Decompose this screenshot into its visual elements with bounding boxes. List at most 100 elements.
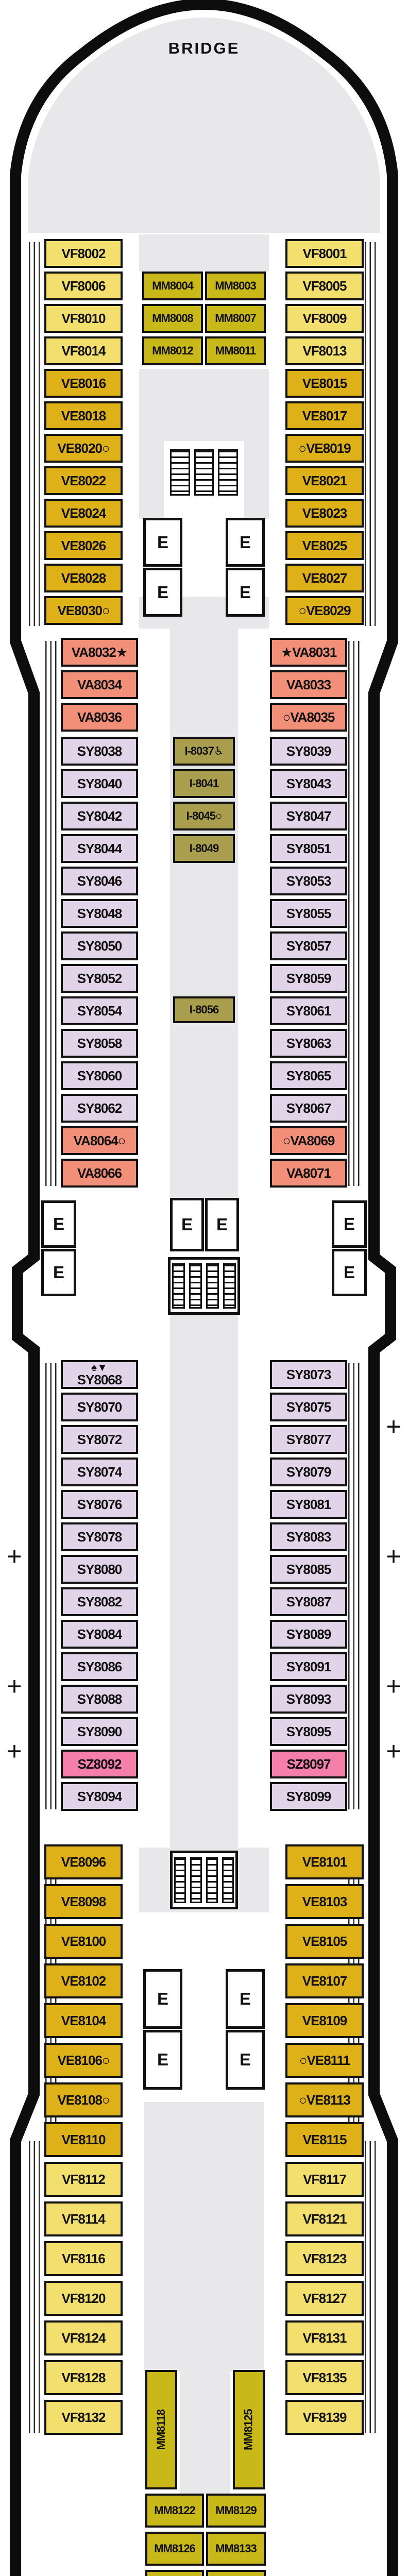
stateroom-VF8127: VF8127 (285, 2281, 364, 2316)
corridor-area (139, 234, 269, 272)
veranda-railing (365, 242, 379, 626)
stateroom-number: SY8055 (286, 905, 332, 921)
elevator: E (226, 568, 265, 617)
stateroom-VF8124: VF8124 (44, 2320, 123, 2355)
stateroom-number: SY8072 (77, 1431, 123, 1447)
stateroom-SY8047: SY8047 (270, 802, 347, 831)
stateroom-SY8042: SY8042 (61, 802, 138, 831)
stateroom-number: VE8021 (302, 472, 348, 488)
stateroom-number: VE8105 (302, 1933, 348, 1949)
stateroom-VF8123: VF8123 (285, 2241, 364, 2276)
stateroom-number: VF8014 (61, 343, 106, 359)
stateroom-number: MM8133 (215, 2541, 257, 2555)
stair-flight (189, 1263, 202, 1309)
stateroom-number: SY8076 (77, 1496, 123, 1512)
stateroom-number: SY8083 (286, 1529, 332, 1545)
stair-flight (172, 1263, 185, 1309)
stateroom-number: SZ8092 (77, 1756, 122, 1772)
stateroom-number: VA8036 (77, 709, 122, 725)
stateroom-number: I-8037♿ (184, 744, 224, 757)
staircase (172, 1263, 236, 1309)
stateroom-number: MM8129 (215, 2503, 257, 2517)
stateroom-number: VF8013 (302, 343, 347, 359)
stateroom-VE8021: VE8021 (285, 466, 364, 495)
stateroom-SY8088: SY8088 (61, 1685, 138, 1714)
stateroom-number: VE8015 (302, 375, 348, 391)
stateroom-number: SY8088 (77, 1691, 123, 1707)
connecting-rooms-mark: + (386, 1672, 401, 1701)
stateroom-number: VF8135 (302, 2369, 347, 2385)
stateroom-SY8063: SY8063 (270, 1029, 347, 1058)
stateroom-number: SY8060 (77, 1067, 123, 1083)
stateroom-VF8139: VF8139 (285, 2400, 364, 2435)
stateroom-number: MM8126 (154, 2541, 196, 2555)
veranda-railing (45, 1363, 60, 1809)
stateroom-number: VF8123 (302, 2250, 347, 2266)
stateroom-number: VE8098 (61, 1893, 107, 1909)
stateroom-SY8094: SY8094 (61, 1782, 138, 1811)
stateroom-number: SY8087 (286, 1594, 332, 1609)
veranda-railing (348, 641, 363, 1186)
stateroom-number: VF8114 (62, 2211, 106, 2227)
stateroom-MM8003: MM8003 (205, 272, 266, 300)
stateroom-number: SY8047 (286, 808, 332, 824)
stateroom-number: SY8044 (77, 840, 123, 856)
stateroom-number: VE8030○ (57, 602, 110, 618)
stateroom-number: VA8071 (286, 1165, 331, 1181)
stateroom-VA8066: VA8066 (61, 1159, 138, 1188)
stateroom-number: SY8091 (286, 1658, 332, 1674)
stateroom-number: VE8016 (61, 375, 107, 391)
stateroom-number: VE8110 (61, 2131, 106, 2147)
stateroom-VE8025: VE8025 (285, 531, 364, 560)
stateroom-number: SY8095 (286, 1723, 332, 1739)
stateroom-VE8026: VE8026 (44, 531, 123, 560)
veranda-railing (365, 2141, 379, 2433)
stateroom-MM8122: MM8122 (145, 2494, 204, 2528)
stateroom-SY8072: SY8072 (61, 1425, 138, 1454)
elevator: E (332, 1200, 367, 1248)
stateroom-number: VF8006 (61, 278, 106, 294)
stateroom-SY8084: SY8084 (61, 1620, 138, 1649)
stateroom-number: SY8084 (77, 1626, 123, 1642)
connecting-rooms-mark: + (7, 1737, 22, 1766)
stair-flight (174, 1857, 186, 1903)
stateroom-VE8110: VE8110 (44, 2122, 123, 2157)
stateroom-SY8059: SY8059 (270, 964, 347, 993)
elevator: E (226, 1969, 265, 2029)
stateroom-VE8020: VE8020○ (44, 434, 123, 463)
stateroom-VF8005: VF8005 (285, 272, 364, 300)
stair-flight (222, 1857, 234, 1903)
stateroom-number: SZ8097 (286, 1756, 331, 1772)
stateroom-MM8129: MM8129 (206, 2494, 266, 2528)
stateroom-number: SY8078 (77, 1529, 123, 1545)
stateroom-number: VE8018 (61, 408, 107, 423)
stateroom-number: VE8106○ (57, 2052, 110, 2068)
stateroom-number: VF8001 (302, 245, 347, 261)
stateroom-SY8074: SY8074 (61, 1458, 138, 1486)
stateroom-MM8008: MM8008 (142, 304, 203, 333)
stateroom-SY8038: SY8038 (61, 737, 138, 766)
stateroom-VF8117: VF8117 (285, 2162, 364, 2197)
stateroom-number: I-8045○ (186, 809, 223, 822)
stateroom-number: VE8027 (302, 570, 348, 586)
stateroom-number: VE8022 (61, 472, 107, 488)
stateroom-I8037: I-8037♿ (173, 737, 235, 766)
stateroom-number: SY8058 (77, 1035, 123, 1051)
stateroom-number: VE8102 (61, 1973, 107, 1989)
stair-flight (218, 449, 239, 496)
stateroom-SY8050: SY8050 (61, 931, 138, 960)
stateroom-I8041: I-8041 (173, 769, 235, 798)
stateroom-VE8106: VE8106○ (44, 2043, 123, 2078)
stateroom-number: SY8082 (77, 1594, 123, 1609)
machinery-area (144, 2102, 264, 2371)
stateroom-SY8046: SY8046 (61, 867, 138, 895)
stateroom-number: VF8139 (302, 2409, 347, 2425)
stateroom-number: VE8096 (61, 1854, 107, 1870)
connecting-rooms-mark: + (386, 1542, 401, 1571)
stateroom-number: SY8077 (286, 1431, 332, 1447)
stateroom-SY8067: SY8067 (270, 1094, 347, 1123)
stateroom-SY8091: SY8091 (270, 1652, 347, 1681)
stateroom-SY8082: SY8082 (61, 1587, 138, 1616)
stateroom-SY8044: SY8044 (61, 834, 138, 863)
